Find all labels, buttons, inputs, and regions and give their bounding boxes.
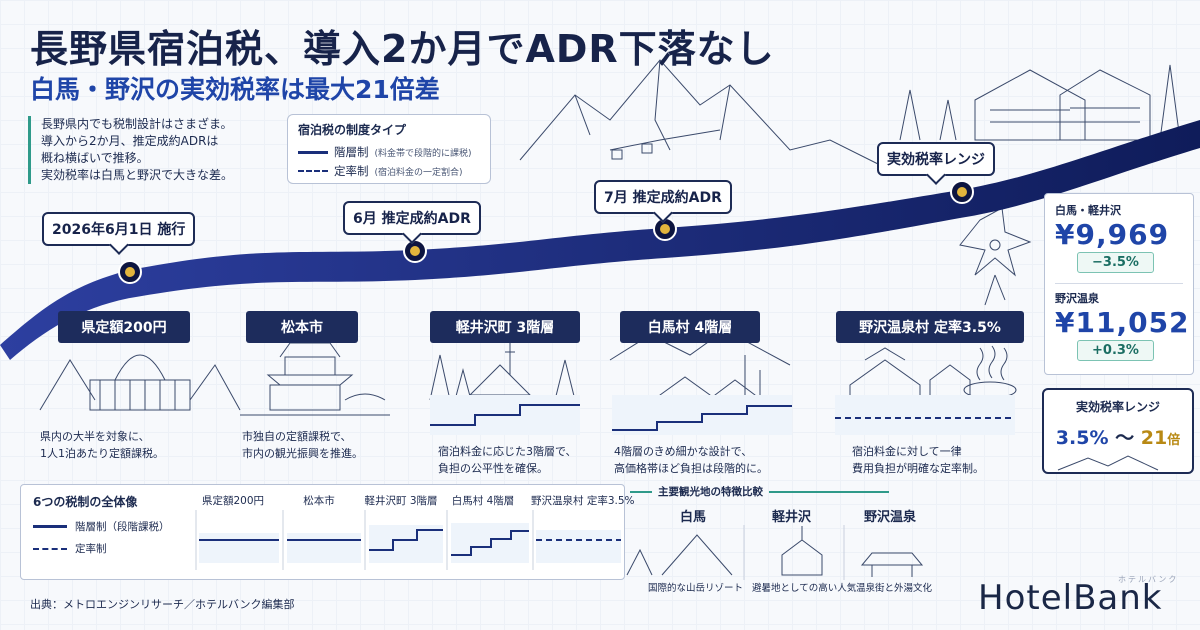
price-change-nozawa: +0.3%: [1077, 340, 1154, 361]
edelweiss-illustration: [959, 207, 1032, 306]
price-value-nozawa: ¥11,052: [1055, 306, 1190, 339]
timeline-node-1: [118, 260, 142, 284]
region-label-prefecture: 県定額200円: [58, 311, 190, 343]
resort-comparison: 主要観光地の特徴比較 白馬 軽井沢 野沢温泉 国際的な山岳リゾート 避暑地として…: [622, 484, 952, 594]
overview-legend-tiered: 階層制（段階課税）: [33, 519, 170, 534]
region-desc-hakuba: 4階層のきめ細かな設計で、高価格帯ほど負担は段階的に。: [614, 445, 768, 475]
hotelbank-logo-kana: ホテルバンク: [1118, 575, 1179, 584]
region-desc-nozawa: 宿泊料金に対して一律費用負担が明確な定率制。: [852, 445, 984, 475]
price-value-hakuba-karuizawa: ¥9,969: [1055, 218, 1170, 251]
kencho-building-illustration: [39, 323, 241, 411]
compare-note-karuizawa: 避暑地としての高い人気: [752, 583, 857, 594]
source-credit: 出典：メトロエンジンリサーチ／ホテルバンク編集部: [30, 598, 295, 611]
range-mountain-icon: [1057, 455, 1159, 471]
overview-panel: 6つの税制の全体像 階層制（段階課税） 定率制 県定額200円 松本市 軽井沢町…: [20, 484, 635, 580]
price-change-hakuba-karuizawa: −3.5%: [1077, 252, 1154, 273]
timeline-node-3: [653, 217, 677, 241]
overview-col-prefecture: 県定額200円: [201, 495, 265, 507]
region-label-hakuba: 白馬村 4階層: [620, 311, 760, 343]
legend-heading: 宿泊税の制度タイプ: [298, 123, 407, 137]
region-label-matsumoto: 松本市: [246, 311, 358, 343]
adr-price-panel: 白馬・軽井沢 ¥9,969 −3.5% 野沢温泉 ¥11,052 +0.3%: [1044, 193, 1194, 375]
solid-line-icon: [298, 150, 328, 154]
overview-col-matsumoto: 松本市: [303, 495, 335, 507]
region-label-nozawa: 野沢温泉村 定率3.5%: [836, 311, 1024, 343]
compare-name-hakuba: 白馬: [680, 510, 707, 525]
compare-illustrations: [626, 525, 924, 580]
overview-col-karuizawa: 軽井沢町 3階層: [364, 495, 438, 507]
overview-legend-flat: 定率制: [33, 541, 107, 556]
overview-col-hakuba: 白馬村 4階層: [451, 495, 515, 507]
compare-name-karuizawa: 軽井沢: [772, 510, 812, 525]
hotel-illustration: [899, 64, 1181, 141]
overview-col-nozawa: 野沢温泉村 定率3.5%: [531, 495, 635, 507]
page-title: 長野県宿泊税、導入2か月でADR下落なし: [30, 27, 775, 71]
overview-mini-diagrams: [195, 510, 621, 570]
region-desc-prefecture: 県内の大半を対象に、1人1泊あたり定額課税。: [40, 430, 164, 460]
intro-text: 長野県内でも税制設計はさまざま。 導入から2か月、推定成約ADRは 概ね横ばいで…: [28, 116, 233, 184]
compare-heading: 主要観光地の特徴比較: [630, 484, 952, 499]
matsumoto-castle-illustration: [240, 330, 390, 416]
timeline-node-4: [950, 180, 974, 204]
hotelbank-logo: HotelBank: [978, 578, 1163, 618]
tax-type-legend: 宿泊税の制度タイプ 階層制 (料金帯で段階的に課税) 定率制 (宿泊料金の一定割…: [287, 114, 491, 184]
legend-flat: 定率制 (宿泊料金の一定割合): [298, 163, 480, 179]
overview-heading: 6つの税制の全体像: [33, 495, 138, 509]
page-subtitle: 白馬・野沢の実効税率は最大21倍差: [30, 75, 440, 104]
effective-rate-range-box: 実効税率レンジ 3.5% ～ 21倍: [1042, 388, 1194, 474]
price-label-nozawa: 野沢温泉: [1055, 292, 1099, 305]
mountain-range-illustration: [519, 59, 881, 166]
dashed-line-icon: [33, 547, 67, 550]
milestone-callout-2: 6月 推定成約ADR: [343, 201, 481, 244]
compare-note-nozawa: 温泉街と外湯文化: [856, 583, 933, 594]
tier-steps-karuizawa: [430, 395, 580, 435]
milestone-callout-1: 2026年6月1日 施行: [42, 212, 196, 255]
dashed-line-icon: [298, 170, 328, 172]
timeline-node-2: [403, 239, 427, 263]
region-desc-matsumoto: 市独自の定額課税で、市内の観光振興を推進。: [242, 430, 363, 460]
price-label-hakuba-karuizawa: 白馬・軽井沢: [1055, 204, 1121, 217]
region-label-karuizawa: 軽井沢町 3階層: [430, 311, 580, 343]
flat-line-nozawa: [835, 395, 1015, 435]
region-desc-karuizawa: 宿泊料金に応じた3階層で、負担の公平性を確保。: [438, 445, 577, 475]
range-heading: 実効税率レンジ: [1075, 400, 1160, 414]
tier-steps-hakuba: [612, 395, 792, 435]
range-values: 3.5% ～ 21倍: [1055, 427, 1181, 449]
compare-name-nozawa: 野沢温泉: [864, 510, 917, 525]
compare-note-hakuba: 国際的な山岳リゾート: [648, 583, 744, 594]
solid-line-icon: [33, 525, 67, 528]
legend-tiered: 階層制 (料金帯で段階的に課税): [298, 144, 480, 160]
milestone-callout-4: 実効税率レンジ: [877, 142, 995, 185]
milestone-callout-3: 7月 推定成約ADR: [594, 180, 732, 223]
